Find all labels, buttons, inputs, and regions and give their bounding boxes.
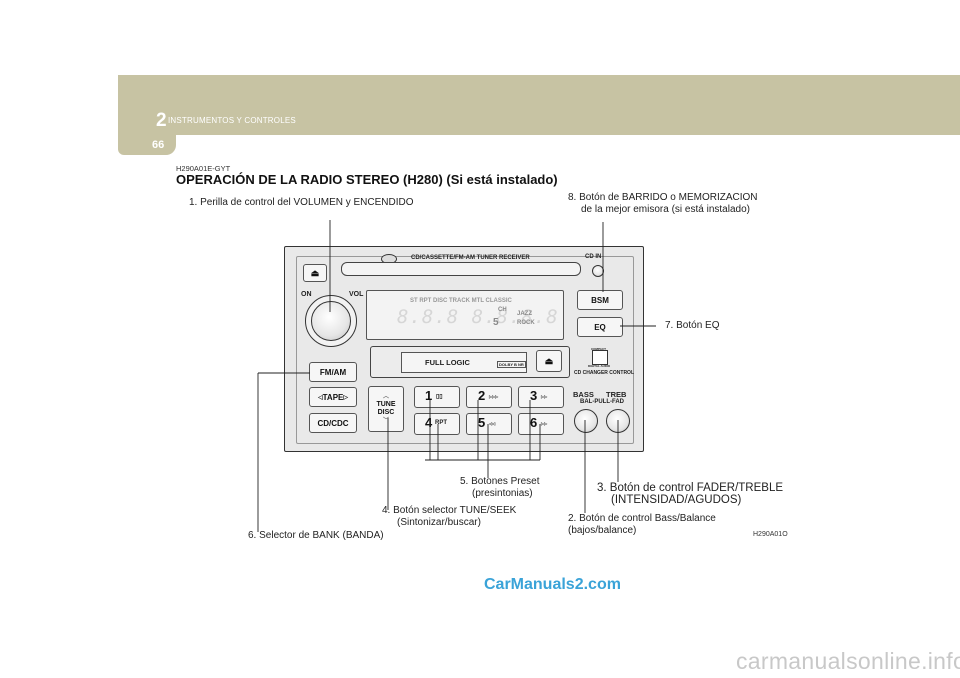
preset-button-1[interactable] <box>414 386 460 408</box>
callout-5-line2: (presintonias) <box>472 488 533 499</box>
bal-pull-fad-label: BAL-PULL-FAD <box>580 399 624 405</box>
preset-button-3[interactable] <box>518 386 564 408</box>
on-label: ON <box>301 291 312 298</box>
cd-changer-label: CD CHANGER CONTROL <box>574 370 634 376</box>
treb-label: TREB <box>606 390 627 399</box>
page-number: 66 <box>152 139 165 151</box>
callout-4-line1: 4. Botón selector TUNE/SEEK <box>382 505 517 516</box>
eq-button[interactable]: EQ <box>577 317 623 337</box>
lcd-display: ST RPT DISC TRACK MTL CLASSIC 8.8.8 8.8.… <box>366 290 564 340</box>
preset-5-sub: ◁◁ <box>489 421 496 426</box>
callout-8-line1: 8. Botón de BARRIDO o MEMORIZACION <box>568 192 758 203</box>
bsm-button[interactable]: BSM <box>577 290 623 310</box>
callout-8-line2: de la mejor emisora (si está instalado) <box>581 204 750 215</box>
watermark-bottom: carmanualsonline.info <box>736 648 960 674</box>
preset-button-6[interactable] <box>518 413 564 435</box>
preset-4-sub: RPT <box>435 420 447 426</box>
bass-label: BASS <box>573 390 594 399</box>
cd-in-indicator <box>592 265 604 277</box>
tape-right-icon: ▷ <box>343 394 348 401</box>
tape-eject-button[interactable]: ⏏ <box>536 350 562 372</box>
tune-label: TUNE <box>376 401 396 408</box>
callout-2-line2: (bajos/balance) <box>568 525 637 536</box>
cd-slot <box>341 262 581 276</box>
preset-button-5[interactable] <box>466 413 512 435</box>
section-code: H290A01E-GYT <box>176 164 231 173</box>
compact-disc-logo-icon <box>592 350 608 365</box>
bass-balance-knob[interactable] <box>574 409 598 433</box>
preset-button-4[interactable] <box>414 413 460 435</box>
disc-label: DISC <box>377 409 395 416</box>
display-segments: 8.8.8 8.8.8.8 <box>397 306 559 328</box>
preset-1-sub: ▯▯ <box>436 394 443 400</box>
callout-4-line2: (Sintonizar/buscar) <box>397 517 481 528</box>
preset-3-sub: ▷▷ <box>541 394 548 399</box>
tune-down-icon: ﹀ <box>382 418 389 424</box>
preset-button-2[interactable] <box>466 386 512 408</box>
tape-label: TAPE <box>322 392 344 402</box>
cd-logo-top: COMPACT <box>591 347 606 351</box>
preset-1-number: 1 <box>425 388 433 403</box>
cd-in-label: CD IN <box>585 254 602 260</box>
callout-1: 1. Perilla de control del VOLUMEN y ENCE… <box>189 197 414 208</box>
watermark-top[interactable]: CarManuals2.com <box>484 576 621 593</box>
fm-am-button[interactable]: FM/AM <box>309 362 357 382</box>
callout-6: 6. Selector de BANK (BANDA) <box>248 530 384 541</box>
display-indicators: ST RPT DISC TRACK MTL CLASSIC <box>410 298 512 304</box>
preset-2-number: 2 <box>478 388 486 403</box>
display-rock: ROCK <box>517 320 535 326</box>
callout-7: 7. Botón EQ <box>665 320 720 331</box>
preset-3-number: 3 <box>530 388 538 403</box>
chapter-title: INSTRUMENTOS Y CONTROLES <box>168 116 296 125</box>
preset-4-number: 4 <box>425 415 433 430</box>
tune-up-icon: ︿ <box>382 394 389 400</box>
vol-label: VOL <box>349 291 364 298</box>
section-title: OPERACIÓN DE LA RADIO STEREO (H280) (Si … <box>176 172 558 187</box>
preset-6-sub: ▷▷ <box>541 421 548 426</box>
tune-disc-rocker[interactable]: ︿ TUNE DISC ﹀ <box>368 386 404 432</box>
header-band <box>118 75 960 135</box>
radio-inner-frame <box>296 256 634 444</box>
full-logic-label: FULL LOGIC <box>425 358 470 367</box>
display-digit: 5 <box>493 317 499 328</box>
cd-cdc-button[interactable]: CD/CDC <box>309 413 357 433</box>
tape-left-icon: ◁ <box>318 394 323 401</box>
preset-2-sub: ▷▷▷ <box>489 394 499 399</box>
callout-3-line1: 3. Botón de control FADER/TREBLE <box>597 482 784 494</box>
display-jazz: JAZZ <box>517 311 532 317</box>
display-ch: CH <box>498 307 507 313</box>
callout-3-line2: (INTENSIDAD/AGUDOS) <box>611 494 742 506</box>
preset-6-number: 6 <box>530 415 538 430</box>
figure-code: H290A01O <box>753 531 788 538</box>
cassette-window <box>401 352 527 373</box>
callout-5-line1: 5. Botones Preset <box>460 476 540 487</box>
chapter-number: 2 <box>156 110 167 131</box>
page-number-tab <box>118 135 176 155</box>
cd-eject-button[interactable]: ⏏ <box>303 264 327 282</box>
volume-knob[interactable] <box>311 301 351 341</box>
callout-2-line1: 2. Botón de control Bass/Balance <box>568 513 716 524</box>
dolby-label: DOLBY B NR <box>497 361 526 368</box>
tape-button[interactable]: ◁ TAPE ▷ <box>309 387 357 407</box>
model-label: CD/CASSETTE/FM-AM TUNER RECEIVER <box>411 255 530 261</box>
preset-5-number: 5 <box>478 415 486 430</box>
cd-logo-bottom: DIGITAL AUDIO <box>588 364 611 368</box>
